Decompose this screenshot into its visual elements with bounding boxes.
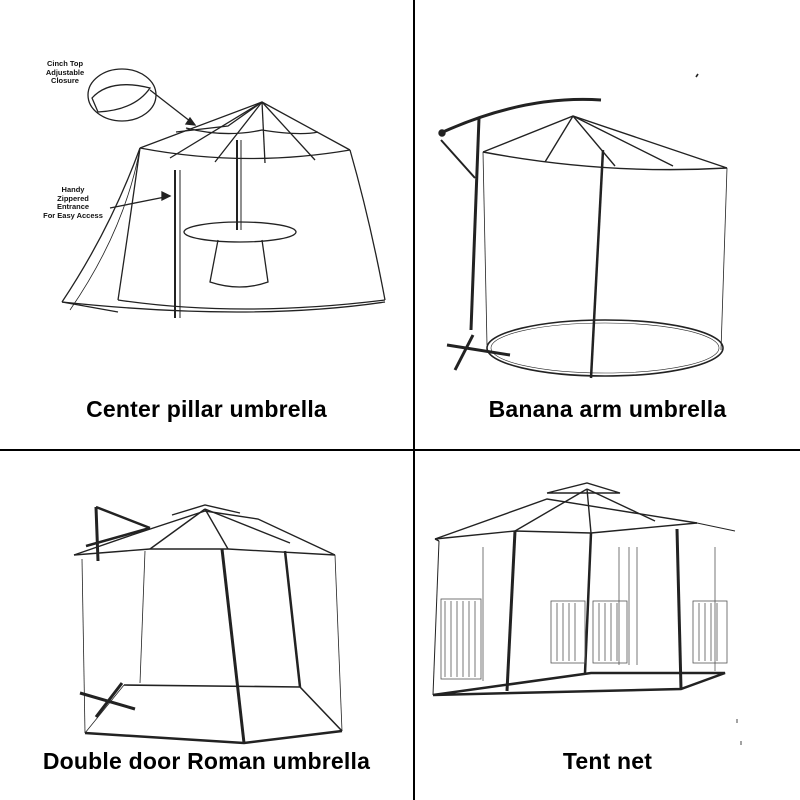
panel-banana-arm-umbrella: Banana arm umbrella	[415, 0, 800, 449]
banana-arm-umbrella-drawing	[438, 73, 728, 379]
callout-line: Handy	[61, 185, 85, 194]
horizontal-divider	[0, 449, 800, 451]
panel-tent-net: Tent net	[415, 451, 800, 800]
callout-line: Cinch Top	[46, 59, 84, 68]
tent-net-drawing	[432, 482, 742, 745]
callout-line: Zippered	[57, 193, 89, 203]
panel-double-door-roman-umbrella: Double door Roman umbrella	[0, 451, 413, 800]
panel-caption: Tent net	[562, 748, 653, 774]
zipper-entrance-callout: Handy Zippered Entrance For Easy Access	[38, 185, 108, 220]
callout-line: Closure	[51, 76, 79, 85]
panel-center-pillar-umbrella: Cinch Top Adjustable Closure Handy Zippe…	[0, 0, 413, 449]
panel-caption: Double door Roman umbrella	[42, 748, 371, 774]
panel-caption: Center pillar umbrella	[86, 396, 327, 422]
cinch-top-callout: Cinch Top Adjustable Closure	[34, 59, 96, 86]
roman-umbrella-drawing	[73, 504, 343, 745]
vertical-divider	[413, 0, 415, 800]
center-pillar-umbrella-drawing	[61, 68, 386, 318]
callout-line: Adjustable	[45, 67, 85, 77]
callout-line: Entrance	[56, 202, 90, 211]
callout-line: For Easy Access	[43, 210, 103, 220]
panel-caption: Banana arm umbrella	[488, 396, 727, 422]
